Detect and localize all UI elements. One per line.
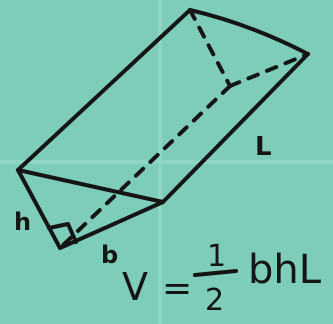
formula-numerator: 1 [207, 239, 226, 274]
top-back-edge [188, 8, 310, 56]
right-angle-marker [47, 222, 78, 244]
height-label: h [14, 208, 31, 236]
length-label: L [255, 132, 272, 162]
hidden-long-base-edge [58, 84, 232, 250]
fraction-bar [193, 269, 238, 277]
front-triangle-face [16, 168, 165, 250]
formula-equals: = [162, 268, 192, 309]
formula-lhs: V [122, 265, 148, 309]
base-label: b [101, 241, 118, 269]
hidden-back-base-edge [228, 52, 310, 88]
formula-denominator: 2 [205, 283, 224, 318]
top-left-edge [16, 8, 192, 172]
formula-rhs: bhL [248, 247, 322, 293]
right-long-edge [161, 52, 310, 204]
hidden-back-vertical-edge [188, 8, 232, 88]
